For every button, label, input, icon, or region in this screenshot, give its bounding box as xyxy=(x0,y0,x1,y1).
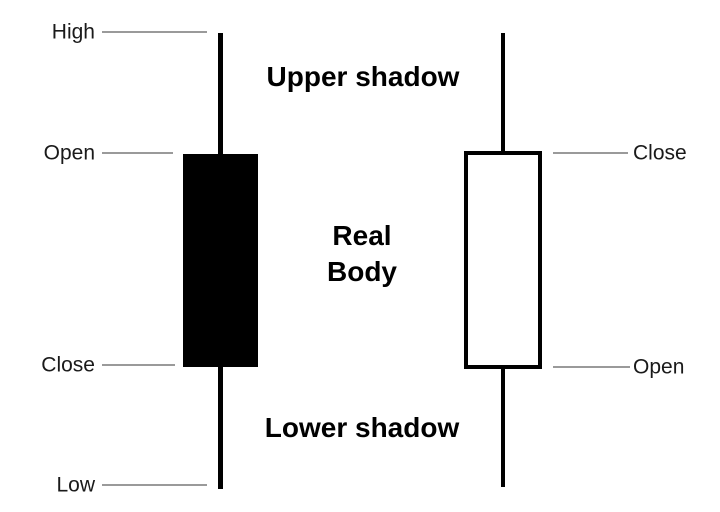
leader-line-close-left xyxy=(102,364,175,366)
leader-line-open-right xyxy=(553,366,630,368)
label-close-left: Close xyxy=(41,353,95,377)
right-candle-upper-shadow-wick xyxy=(501,33,505,153)
annotation-lower-shadow: Lower shadow xyxy=(264,412,460,443)
annotation-real-body-line1: Real xyxy=(332,220,392,251)
left-candle-upper-shadow-wick xyxy=(218,33,223,154)
leader-line-open-left xyxy=(102,152,173,154)
label-open-left: Open xyxy=(43,141,95,165)
right-candle-lower-shadow-wick xyxy=(501,367,505,487)
annotation-upper-shadow: Upper shadow xyxy=(266,61,460,92)
annotation-real-body-line2: Body xyxy=(327,256,397,287)
leader-line-low xyxy=(102,484,207,486)
right-candle-real-body xyxy=(464,151,542,369)
annotation-real-body: Real Body xyxy=(327,218,397,290)
left-candle-real-body xyxy=(183,154,258,367)
left-candle-lower-shadow-wick xyxy=(218,367,223,489)
label-open-right: Open xyxy=(633,355,685,379)
leader-line-close-right xyxy=(553,152,628,154)
label-high: High xyxy=(51,20,95,44)
label-close-right: Close xyxy=(633,141,687,165)
leader-line-high xyxy=(102,31,207,33)
label-low: Low xyxy=(56,473,95,497)
